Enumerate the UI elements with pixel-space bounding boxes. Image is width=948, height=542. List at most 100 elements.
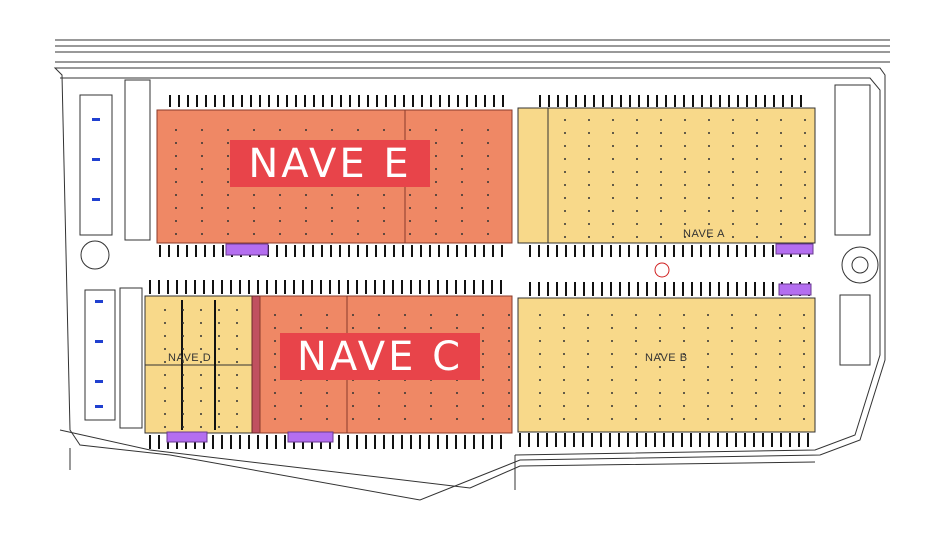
column: [461, 129, 463, 131]
column: [461, 142, 463, 144]
column: [563, 405, 565, 407]
column: [305, 207, 307, 209]
column: [732, 197, 734, 199]
column: [588, 158, 590, 160]
column: [804, 145, 806, 147]
column: [456, 327, 458, 329]
column: [708, 184, 710, 186]
column: [164, 309, 166, 311]
column: [708, 210, 710, 212]
column: [253, 233, 255, 235]
column: [660, 119, 662, 121]
column: [378, 392, 380, 394]
column: [683, 379, 685, 381]
column: [779, 327, 781, 329]
column: [564, 223, 566, 225]
column: [707, 392, 709, 394]
column: [803, 418, 805, 420]
column: [588, 197, 590, 199]
column: [708, 223, 710, 225]
column: [563, 418, 565, 420]
column: [300, 405, 302, 407]
column: [708, 236, 710, 238]
column: [201, 194, 203, 196]
column: [612, 236, 614, 238]
column: [482, 405, 484, 407]
column: [482, 379, 484, 381]
column: [804, 171, 806, 173]
column: [218, 400, 220, 402]
column: [708, 145, 710, 147]
column: [300, 418, 302, 420]
column: [508, 392, 510, 394]
column: [352, 392, 354, 394]
column: [218, 322, 220, 324]
column: [200, 374, 202, 376]
column: [684, 132, 686, 134]
blue-markers: [92, 118, 103, 408]
column: [508, 366, 510, 368]
column: [508, 314, 510, 316]
column: [779, 314, 781, 316]
column: [731, 392, 733, 394]
column: [564, 132, 566, 134]
column: [227, 129, 229, 131]
column: [305, 129, 307, 131]
column: [756, 210, 758, 212]
column: [164, 348, 166, 350]
column: [218, 387, 220, 389]
column: [804, 158, 806, 160]
column: [182, 322, 184, 324]
column: [707, 379, 709, 381]
column: [236, 426, 238, 428]
column: [636, 197, 638, 199]
column: [435, 168, 437, 170]
column: [563, 340, 565, 342]
column: [803, 340, 805, 342]
column: [564, 184, 566, 186]
column: [684, 210, 686, 212]
column: [539, 340, 541, 342]
column: [274, 405, 276, 407]
column: [378, 418, 380, 420]
red-marker-icon: [654, 262, 670, 278]
column: [731, 366, 733, 368]
column: [731, 379, 733, 381]
column: [201, 155, 203, 157]
column: [731, 405, 733, 407]
column: [236, 413, 238, 415]
column: [804, 223, 806, 225]
column: [707, 366, 709, 368]
column: [756, 132, 758, 134]
column: [430, 392, 432, 394]
column: [200, 426, 202, 428]
column: [508, 418, 510, 420]
column: [707, 340, 709, 342]
column: [435, 207, 437, 209]
column: [236, 387, 238, 389]
column: [563, 314, 565, 316]
column: [482, 327, 484, 329]
column: [227, 233, 229, 235]
column: [780, 158, 782, 160]
column: [611, 405, 613, 407]
column: [482, 314, 484, 316]
column: [660, 145, 662, 147]
column: [383, 220, 385, 222]
label-nave-d: NAVE D: [168, 352, 212, 364]
column: [175, 194, 177, 196]
column: [539, 366, 541, 368]
column: [659, 314, 661, 316]
column: [182, 426, 184, 428]
column: [660, 171, 662, 173]
column: [588, 223, 590, 225]
column: [612, 119, 614, 121]
column: [780, 184, 782, 186]
column: [660, 236, 662, 238]
column: [200, 335, 202, 337]
label-nave-b: NAVE B: [645, 352, 688, 364]
column: [236, 400, 238, 402]
column: [756, 223, 758, 225]
column: [587, 340, 589, 342]
column: [430, 327, 432, 329]
